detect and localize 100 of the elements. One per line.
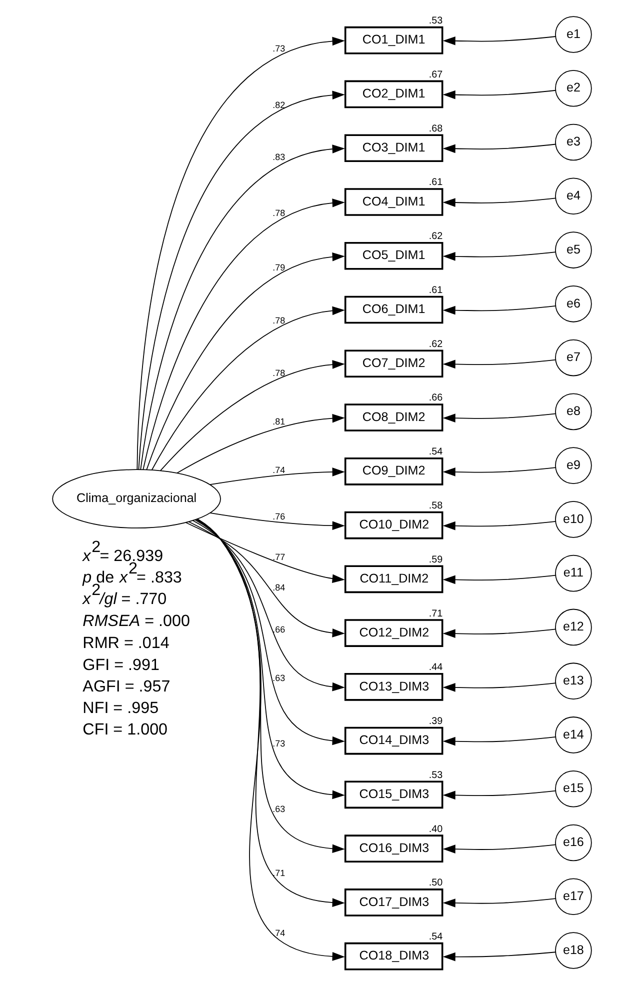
node-circle: e3 <box>555 124 592 161</box>
label: NFI = .995 <box>82 698 159 717</box>
node-circle: e18 <box>555 932 592 969</box>
label: GFI = .991 <box>82 656 160 674</box>
arrow <box>442 520 556 530</box>
node-box: CO15_DIM3 <box>344 780 444 809</box>
node-circle: e13 <box>555 662 592 700</box>
edge-label: .74 <box>272 928 286 938</box>
edge-label: .78 <box>272 368 286 378</box>
node-circle: e7 <box>555 339 592 376</box>
node-circle: e1 <box>555 16 592 53</box>
label: AGFI = .957 <box>82 677 170 696</box>
arrow <box>196 519 345 800</box>
node-box: CO1_DIM1 <box>344 26 444 54</box>
arrow <box>442 90 556 100</box>
node-box: CO13_DIM3 <box>344 673 444 701</box>
arrow <box>210 512 345 530</box>
arrow <box>442 198 556 207</box>
node-circle: e11 <box>555 554 592 592</box>
node-box: CO6_DIM1 <box>344 296 444 324</box>
edge-label: .73 <box>272 44 286 54</box>
node-label: .71 <box>428 608 443 620</box>
node-circle: e16 <box>555 824 592 862</box>
edge-label: .76 <box>272 511 286 522</box>
label: CFI = 1.000 <box>82 720 168 738</box>
edge-label: .77 <box>272 552 286 562</box>
edge-label: .66 <box>272 624 286 635</box>
edge-label: .74 <box>272 464 286 475</box>
node-box: CO9_DIM2 <box>344 457 444 486</box>
node-box: CO8_DIM2 <box>344 404 444 432</box>
node-circle: e2 <box>555 70 592 107</box>
arrow <box>442 359 556 369</box>
node-circle: e15 <box>555 770 592 808</box>
node-box: CO14_DIM3 <box>344 726 444 755</box>
node-label: .53 <box>428 16 443 27</box>
edge-label: .81 <box>272 416 286 426</box>
arrow <box>442 628 556 638</box>
arrow <box>442 144 556 154</box>
node-circle: e9 <box>555 447 592 484</box>
node-label: .54 <box>428 932 443 943</box>
arrow <box>442 952 556 962</box>
node-label: .54 <box>428 446 443 458</box>
node-circle: e10 <box>555 501 592 538</box>
node-label: .68 <box>428 123 443 134</box>
arrow <box>442 467 556 476</box>
node-label: .53 <box>428 770 443 781</box>
node-label: .62 <box>428 338 443 350</box>
node-label: .66 <box>428 392 443 404</box>
arrow <box>160 360 345 471</box>
label: RMR = .014 <box>82 634 170 652</box>
node-box: CO10_DIM2 <box>344 511 444 540</box>
edge-label: .79 <box>272 262 286 273</box>
arrow <box>152 306 345 470</box>
arrow <box>442 413 556 422</box>
node-box: CO16_DIM3 <box>344 834 444 862</box>
node-box: CO18_DIM3 <box>344 942 444 970</box>
node-ellipse: Clima_organizacional <box>52 469 221 528</box>
arrow <box>442 790 556 800</box>
arrow <box>442 252 556 261</box>
node-circle: e4 <box>555 178 592 215</box>
node-label: .59 <box>428 554 443 566</box>
edge-label: .73 <box>272 738 286 749</box>
arrow <box>140 144 345 470</box>
arrow <box>442 736 556 746</box>
node-label: .58 <box>428 500 443 512</box>
node-box: CO4_DIM1 <box>344 188 444 216</box>
edge-label: .82 <box>272 100 286 110</box>
node-label: .50 <box>428 878 443 889</box>
arrow <box>188 521 345 638</box>
node-circle: e12 <box>555 608 592 646</box>
node-circle: e6 <box>555 286 592 322</box>
edge-label: .63 <box>272 804 286 814</box>
arrow <box>210 468 345 486</box>
node-label: .61 <box>428 284 443 296</box>
node-box: CO17_DIM3 <box>344 888 444 916</box>
node-circle: e17 <box>555 878 592 916</box>
arrow <box>442 574 556 584</box>
node-label: .44 <box>428 662 443 674</box>
edge-label: .78 <box>272 208 286 218</box>
label: RMSEA = .000 <box>82 612 190 630</box>
arrow <box>176 414 345 474</box>
arrow <box>442 898 556 908</box>
node-box: CO12_DIM2 <box>344 619 444 647</box>
edge-label: .71 <box>272 868 286 878</box>
arrow <box>442 36 556 46</box>
edge-label: .63 <box>272 673 286 684</box>
arrow <box>142 198 345 470</box>
node-label: .39 <box>428 716 443 728</box>
arrow <box>146 252 345 470</box>
node-label: .40 <box>428 824 443 835</box>
arrow <box>442 305 556 315</box>
node-box: CO5_DIM1 <box>344 242 444 270</box>
edge-label: .78 <box>272 316 286 326</box>
node-box: CO11_DIM2 <box>344 565 444 594</box>
node-box: CO7_DIM2 <box>344 350 444 378</box>
arrow <box>442 844 556 854</box>
node-box: CO3_DIM1 <box>344 134 444 162</box>
node-box: CO2_DIM1 <box>344 80 444 108</box>
node-circle: e14 <box>555 716 592 754</box>
node-label: .67 <box>428 69 443 80</box>
